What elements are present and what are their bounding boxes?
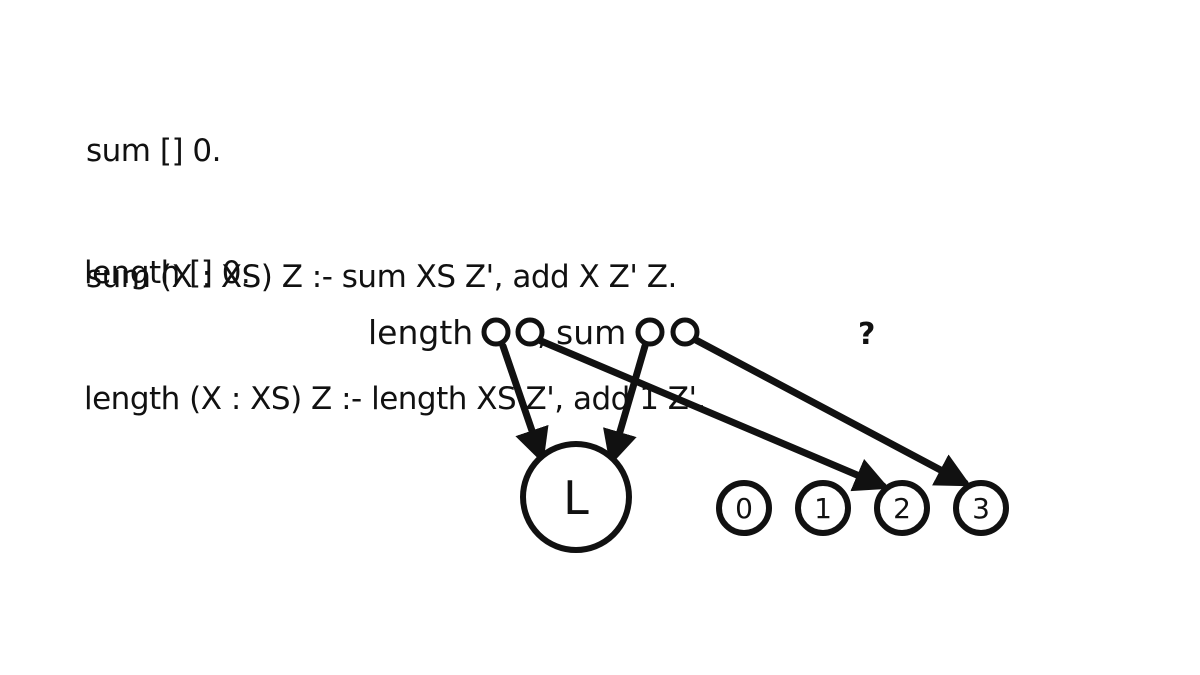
term-sum-label: sum (556, 313, 626, 352)
edge-sum-port1-to-L (603, 342, 649, 466)
value-node-0: 0 (716, 480, 772, 536)
sum-port-1 (635, 317, 665, 347)
list-node-label: L (563, 471, 589, 525)
sum-base-clause: sum [] 0. (86, 133, 221, 169)
value-node-1: 1 (795, 480, 851, 536)
edge-length-port1-to-L (499, 342, 549, 464)
edge-length-port2-to-2 (537, 337, 890, 492)
value-node-0-label: 0 (735, 492, 753, 525)
port-group (481, 317, 700, 347)
sum-recursive-clause: sum (X : XS) Z :- sum XS Z', add X Z' Z. (86, 259, 677, 295)
value-node-3: 3 (953, 480, 1009, 536)
sum-definition: sum [] 0. sum (X : XS) Z :- sum XS Z', a… (86, 46, 677, 340)
value-node-3-label: 3 (972, 492, 990, 525)
sum-port-2 (670, 317, 700, 347)
term-length-label: length (368, 313, 473, 352)
length-port-2 (515, 317, 545, 347)
list-node-circle (520, 441, 632, 553)
unknown-marker: ? (858, 317, 875, 352)
value-node-2-label: 2 (893, 492, 911, 525)
value-node-2: 2 (874, 480, 930, 536)
edge-sum-port2-to-3 (690, 335, 972, 487)
length-port-1 (481, 317, 511, 347)
edge-group (499, 335, 972, 492)
length-base-clause: length [] 0. (84, 255, 251, 291)
value-node-1-label: 1 (814, 492, 832, 525)
